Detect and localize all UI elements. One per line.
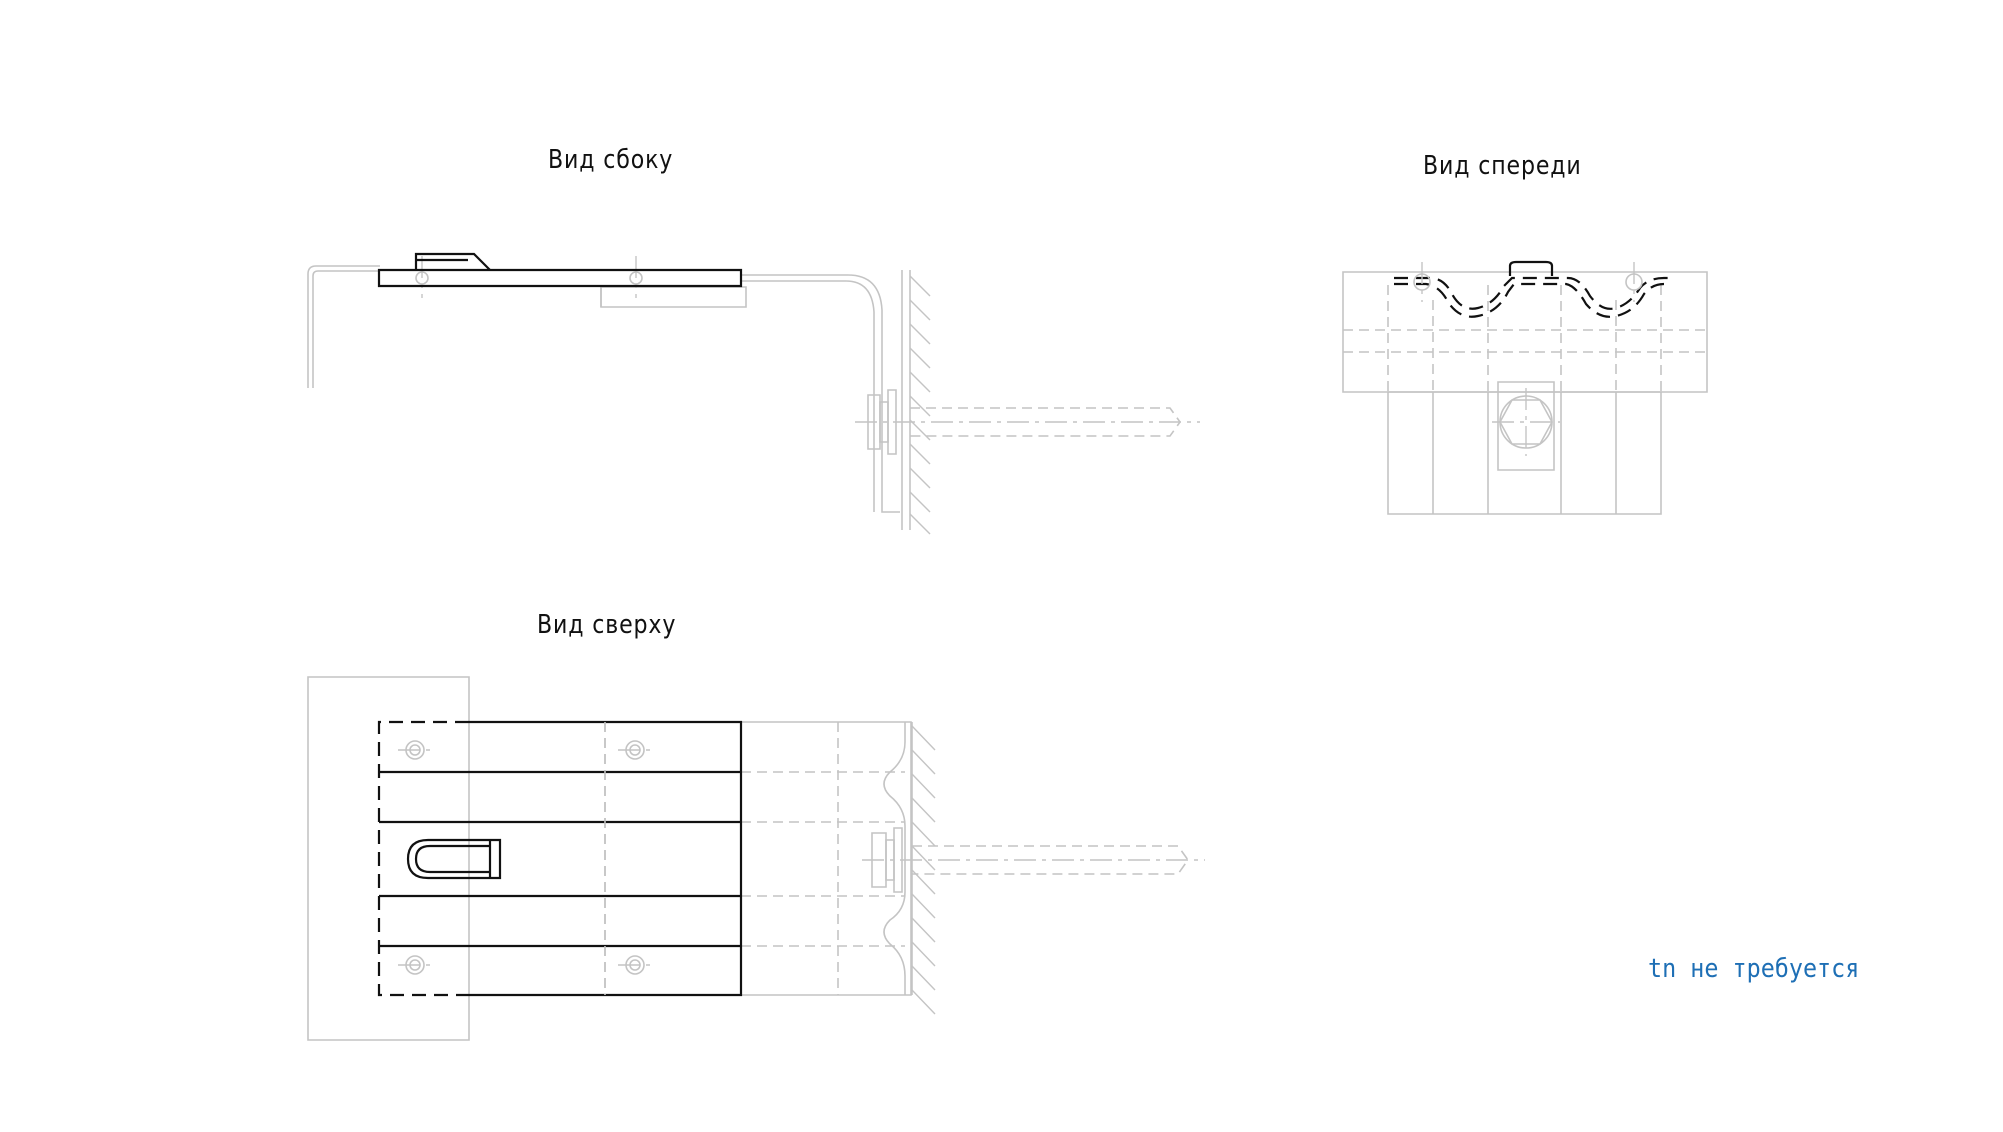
side-wall-hatch (910, 276, 930, 534)
top-wall-hatch (912, 726, 935, 1014)
top-clamp-plate-hidden (379, 722, 469, 995)
front-bolt-plate (1498, 382, 1554, 470)
front-corrugated-profile (1394, 278, 1668, 309)
front-clip-top (1510, 262, 1552, 276)
side-view-title: Вид сбоку (548, 145, 674, 175)
side-hole-2 (416, 272, 428, 284)
side-clip-tab (416, 254, 490, 270)
top-view (308, 677, 1205, 1040)
front-view (1343, 262, 1707, 514)
top-ghost-bracket (308, 677, 469, 1040)
top-anchor (912, 846, 1188, 874)
side-ghost-arm (740, 275, 900, 512)
side-clamp-plate (379, 270, 741, 286)
front-corrugated-profile-2 (1394, 284, 1664, 317)
front-ghost-bracket (1343, 272, 1707, 392)
side-hole (630, 272, 642, 284)
top-screw-holes (398, 741, 652, 974)
side-view (308, 254, 1200, 534)
front-ghost-base (1388, 392, 1661, 514)
front-view-title: Вид спереди (1423, 151, 1582, 181)
top-clip-slot (408, 840, 500, 878)
side-ghost-bracket (308, 266, 380, 388)
top-clip-slot-inner (416, 846, 490, 872)
side-ghost-arm-inner (740, 281, 874, 512)
side-ghost-bracket-inner (313, 271, 380, 388)
tn-note: tn не требуется (1648, 954, 1860, 984)
top-wave-profile (884, 722, 905, 995)
side-ghost-block (601, 287, 746, 307)
top-view-title: Вид сверху (537, 610, 677, 640)
